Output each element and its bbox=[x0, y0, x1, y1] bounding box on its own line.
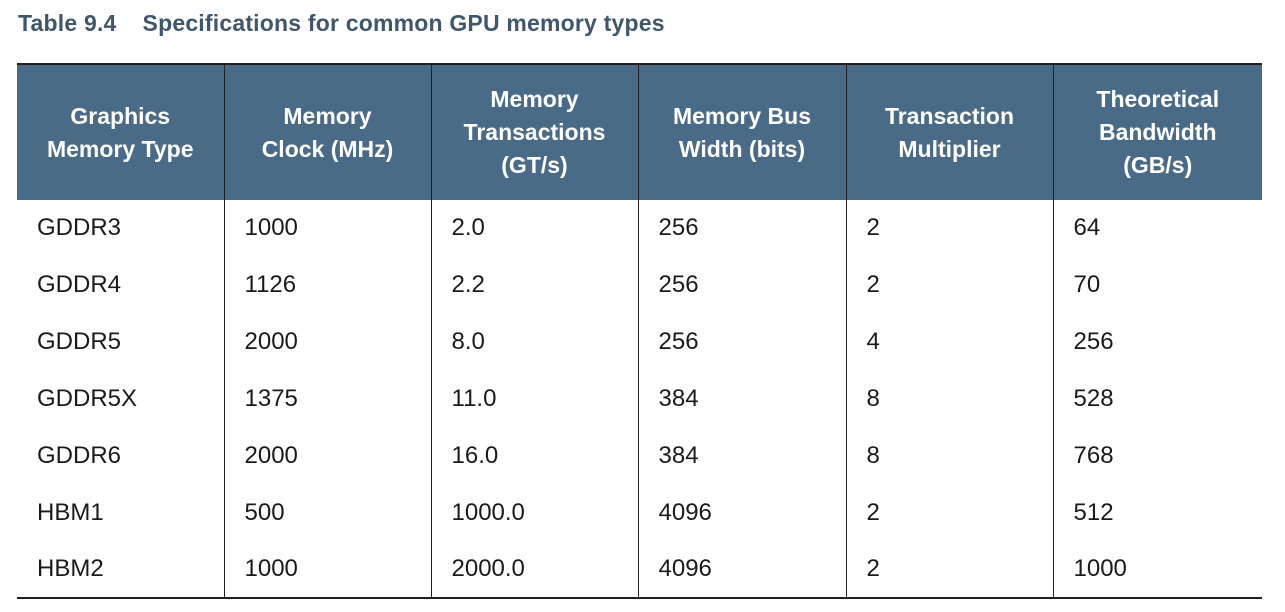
cell-bus-width: 4096 bbox=[637, 484, 846, 541]
table-row: GDDR3 1000 2.0 256 2 64 bbox=[17, 200, 1262, 256]
cell-memory-clock: 2000 bbox=[223, 313, 431, 370]
cell-transaction-multiplier: 2 bbox=[845, 541, 1053, 599]
cell-bus-width: 256 bbox=[637, 256, 846, 313]
cell-memory-type: GDDR5X bbox=[37, 384, 138, 412]
header-memory-clock: Memory Clock (MHz) bbox=[223, 63, 431, 200]
table-header: Graphics Memory Type Memory Clock (MHz) … bbox=[17, 63, 1262, 200]
cell-bus-width: 4096 bbox=[637, 541, 846, 599]
table-row: GDDR6 2000 16.0 384 8 768 bbox=[17, 427, 1262, 484]
cell-transaction-multiplier: 2 bbox=[845, 200, 1053, 256]
cell-memory-clock: 1126 bbox=[223, 256, 431, 313]
cell-theoretical-bandwidth: 1000 bbox=[1052, 541, 1262, 599]
cell-memory-transactions: 1000.0 bbox=[430, 484, 638, 541]
header-memory-transactions: Memory Transactions (GT/s) bbox=[430, 63, 638, 200]
cell-memory-transactions: 16.0 bbox=[430, 427, 638, 484]
cell-memory-transactions: 8.0 bbox=[430, 313, 638, 370]
cell-memory-clock: 500 bbox=[223, 484, 431, 541]
cell-theoretical-bandwidth: 528 bbox=[1052, 370, 1262, 427]
cell-memory-transactions: 2.2 bbox=[430, 256, 638, 313]
gpu-memory-spec-table: Graphics Memory Type Memory Clock (MHz) … bbox=[17, 63, 1262, 599]
cell-transaction-multiplier: 8 bbox=[845, 427, 1053, 484]
cell-memory-type: HBM2 bbox=[17, 541, 224, 599]
table-caption: Table 9.4 Specifications for common GPU m… bbox=[18, 10, 665, 37]
table-row: GDDR5 2000 8.0 256 4 256 bbox=[17, 313, 1262, 370]
header-memory-type: Graphics Memory Type bbox=[17, 63, 224, 200]
cell-bus-width: 384 bbox=[637, 427, 846, 484]
cell-memory-transactions: 2.0 bbox=[430, 200, 638, 256]
header-bus-width: Memory Bus Width (bits) bbox=[637, 63, 846, 200]
header-row: Graphics Memory Type Memory Clock (MHz) … bbox=[17, 63, 1262, 200]
cell-bus-width: 256 bbox=[637, 313, 846, 370]
cell-theoretical-bandwidth: 64 bbox=[1052, 200, 1262, 256]
header-theoretical-bandwidth: Theoretical Bandwidth (GB/s) bbox=[1052, 63, 1262, 200]
cell-memory-transactions: 2000.0 bbox=[430, 541, 638, 599]
cell-memory-clock: 2000 bbox=[223, 427, 431, 484]
cell-memory-type: GDDR5 bbox=[37, 327, 122, 355]
table-number: Table 9.4 bbox=[18, 10, 117, 36]
cell-memory-type: GDDR6 bbox=[37, 441, 122, 469]
cell-theoretical-bandwidth: 256 bbox=[1052, 313, 1262, 370]
cell-transaction-multiplier: 2 bbox=[845, 484, 1053, 541]
cell-transaction-multiplier: 4 bbox=[845, 313, 1053, 370]
table-row: HBM1 500 1000.0 4096 2 512 bbox=[17, 484, 1262, 541]
header-transaction-multiplier: Transaction Multiplier bbox=[845, 63, 1053, 200]
cell-theoretical-bandwidth: 768 bbox=[1052, 427, 1262, 484]
cell-memory-type: HBM1 bbox=[37, 498, 104, 526]
cell-transaction-multiplier: 2 bbox=[845, 256, 1053, 313]
cell-theoretical-bandwidth: 70 bbox=[1052, 256, 1262, 313]
cell-memory-clock: 1000 bbox=[223, 541, 431, 599]
table-row: HBM2 1000 2000.0 4096 2 1000 bbox=[17, 541, 1262, 599]
cell-memory-clock: 1375 bbox=[223, 370, 431, 427]
cell-bus-width: 256 bbox=[637, 200, 846, 256]
table-row: GDDR5X 1375 11.0 384 8 528 bbox=[17, 370, 1262, 427]
table-body: GDDR3 1000 2.0 256 2 64 GDDR4 1126 2.2 2… bbox=[17, 200, 1262, 599]
cell-theoretical-bandwidth: 512 bbox=[1052, 484, 1262, 541]
cell-memory-transactions: 11.0 bbox=[430, 370, 638, 427]
table-title: Specifications for common GPU memory typ… bbox=[142, 10, 665, 36]
cell-memory-type: GDDR4 bbox=[37, 270, 122, 298]
cell-memory-type: GDDR3 bbox=[37, 214, 122, 241]
cell-bus-width: 384 bbox=[637, 370, 846, 427]
cell-transaction-multiplier: 8 bbox=[845, 370, 1053, 427]
cell-memory-clock: 1000 bbox=[223, 200, 431, 256]
table-row: GDDR4 1126 2.2 256 2 70 bbox=[17, 256, 1262, 313]
